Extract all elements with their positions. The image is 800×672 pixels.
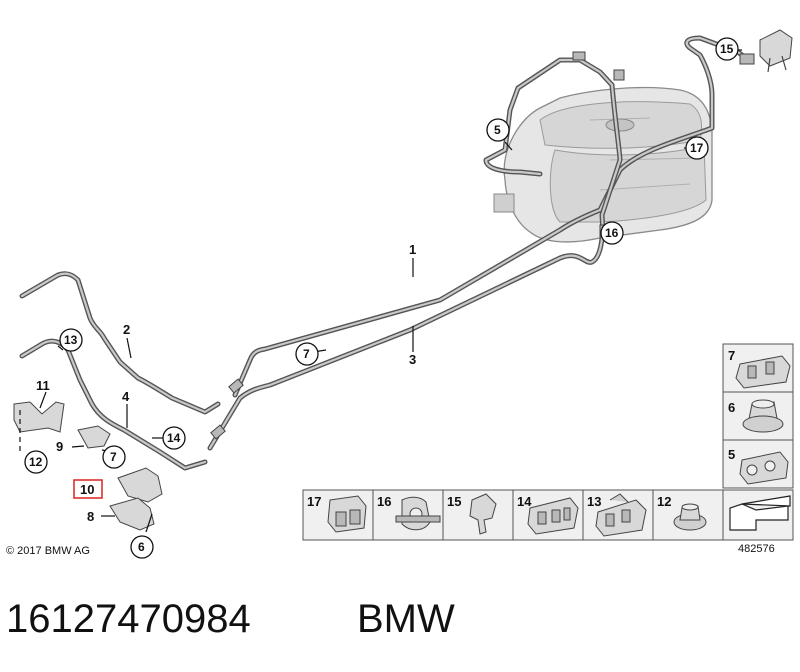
callout-2: 2 [123, 322, 130, 337]
fuel-tank [493, 86, 713, 243]
clip-12-image [673, 503, 707, 531]
fuel-lines [19, 35, 755, 471]
callout-12: 12 [29, 455, 43, 469]
legend-label-17: 17 [307, 494, 321, 509]
legend-label-7: 7 [728, 348, 735, 363]
legend-label-13: 13 [587, 494, 601, 509]
callout-7a: 7 [303, 347, 310, 361]
brand-name: BMW [357, 597, 455, 641]
callout-1: 1 [409, 242, 416, 257]
highlight-box-10 [73, 479, 103, 499]
legend-label-15: 15 [447, 494, 461, 509]
location-arrow-icon [729, 495, 791, 531]
legend-label-6: 6 [728, 400, 735, 415]
callout-8: 8 [87, 509, 94, 524]
leader-lines [19, 49, 742, 533]
callout-13: 13 [64, 333, 78, 347]
callout-7b: 7 [110, 450, 117, 464]
callout-4: 4 [122, 389, 130, 404]
clip-7-image [735, 355, 791, 389]
legend-label-5: 5 [728, 447, 735, 462]
callouts: 1 2 3 4 8 9 11 10 5 6 7 7 12 13 14 15 16… [24, 37, 739, 559]
callout-3: 3 [409, 352, 416, 367]
callout-16: 16 [605, 226, 619, 240]
connector-assembly [759, 29, 793, 73]
callout-14: 14 [167, 431, 181, 445]
part-number: 16127470984 [6, 597, 251, 641]
nut-6-image [742, 399, 784, 433]
clip-15-image [469, 493, 497, 535]
callout-6: 6 [138, 540, 145, 554]
callout-11: 11 [36, 378, 50, 393]
legend-label-12: 12 [657, 494, 671, 509]
legend-label-14: 14 [517, 494, 532, 509]
callout-10: 10 [80, 482, 94, 497]
callout-15: 15 [720, 42, 734, 56]
brackets [13, 401, 163, 531]
clip-13-image [595, 493, 647, 537]
diagram-id: 482576 [738, 543, 775, 555]
legend-label-16: 16 [377, 494, 391, 509]
copyright-text: © 2017 BMW AG [6, 545, 90, 557]
callout-5: 5 [494, 123, 501, 137]
legend-side-column: 7 6 5 [722, 343, 794, 489]
clip-14-image [527, 497, 579, 535]
clip-16-image [395, 496, 441, 531]
clip-17-image [327, 495, 367, 533]
clip-5-image [739, 451, 789, 485]
callout-17: 17 [690, 141, 704, 155]
callout-9: 9 [56, 439, 63, 454]
legend-bottom-row: 17 16 15 14 13 12 [302, 489, 794, 541]
